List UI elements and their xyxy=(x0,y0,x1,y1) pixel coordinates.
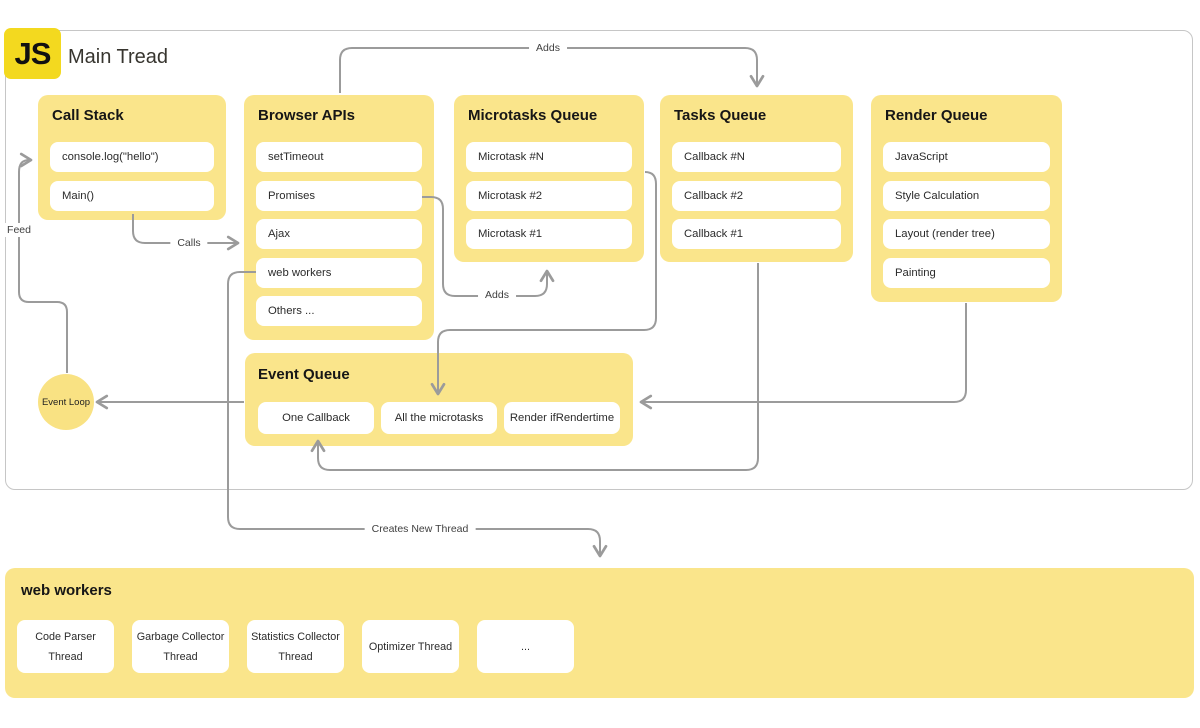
microtasks-queue-title: Microtasks Queue xyxy=(468,107,598,124)
event-queue-item: Render ifRendertime xyxy=(504,402,620,434)
edge-label-adds-top: Adds xyxy=(529,41,567,55)
event-queue-title: Event Queue xyxy=(258,366,350,383)
worker-thread-item: Statistics Collector Thread xyxy=(247,620,344,673)
microtask-item: Microtask #2 xyxy=(466,180,632,211)
worker-thread-item: Garbage Collector Thread xyxy=(132,620,229,673)
browser-api-item: Others ... xyxy=(256,296,422,326)
browser-api-item: setTimeout xyxy=(256,142,422,172)
worker-thread-item: Code Parser Thread xyxy=(17,620,114,673)
microtask-item: Microtask #N xyxy=(466,142,632,172)
call-stack-item: Main() xyxy=(50,180,214,211)
task-callback-item: Callback #2 xyxy=(672,180,841,211)
browser-apis-panel: Browser APIs setTimeout Promises Ajax we… xyxy=(244,95,434,340)
event-loop-circle: Event Loop xyxy=(38,374,94,430)
event-queue-panel: Event Queue One Callback All the microta… xyxy=(245,353,633,446)
microtask-item: Microtask #1 xyxy=(466,219,632,249)
tasks-queue-title: Tasks Queue xyxy=(674,107,767,124)
event-queue-item: All the microtasks xyxy=(381,402,497,434)
microtasks-queue-panel: Microtasks Queue Microtask #N Microtask … xyxy=(454,95,644,262)
edge-label-calls: Calls xyxy=(170,236,208,250)
render-step-item: Painting xyxy=(883,257,1050,288)
tasks-queue-panel: Tasks Queue Callback #N Callback #2 Call… xyxy=(660,95,853,262)
browser-api-item: web workers xyxy=(256,257,422,288)
task-callback-item: Callback #N xyxy=(672,142,841,172)
task-callback-item: Callback #1 xyxy=(672,219,841,249)
worker-thread-item: ... xyxy=(477,620,574,673)
web-workers-items: Code Parser Thread Garbage Collector Thr… xyxy=(17,620,574,673)
worker-thread-item: Optimizer Thread xyxy=(362,620,459,673)
render-queue-panel: Render Queue JavaScript Style Calculatio… xyxy=(871,95,1062,302)
render-queue-title: Render Queue xyxy=(885,107,988,124)
render-step-item: Style Calculation xyxy=(883,180,1050,211)
edge-label-creates-new-thread: Creates New Thread xyxy=(364,522,476,536)
web-workers-panel: web workers Code Parser Thread Garbage C… xyxy=(5,568,1194,698)
event-queue-item: One Callback xyxy=(258,402,374,434)
browser-api-item: Promises xyxy=(256,180,422,211)
web-workers-title: web workers xyxy=(21,582,112,599)
diagram-title: Main Tread xyxy=(68,46,169,68)
edge-label-feed: Feed xyxy=(0,223,38,237)
javascript-logo-icon: JS xyxy=(4,28,61,79)
edge-label-adds-microtasks: Adds xyxy=(478,288,516,302)
render-step-item: Layout (render tree) xyxy=(883,219,1050,249)
render-step-item: JavaScript xyxy=(883,142,1050,172)
event-queue-items: One Callback All the microtasks Render i… xyxy=(258,402,620,434)
browser-api-item: Ajax xyxy=(256,219,422,249)
browser-apis-title: Browser APIs xyxy=(258,107,355,124)
call-stack-title: Call Stack xyxy=(52,107,124,124)
call-stack-panel: Call Stack console.log("hello") Main() xyxy=(38,95,226,220)
call-stack-item: console.log("hello") xyxy=(50,142,214,172)
